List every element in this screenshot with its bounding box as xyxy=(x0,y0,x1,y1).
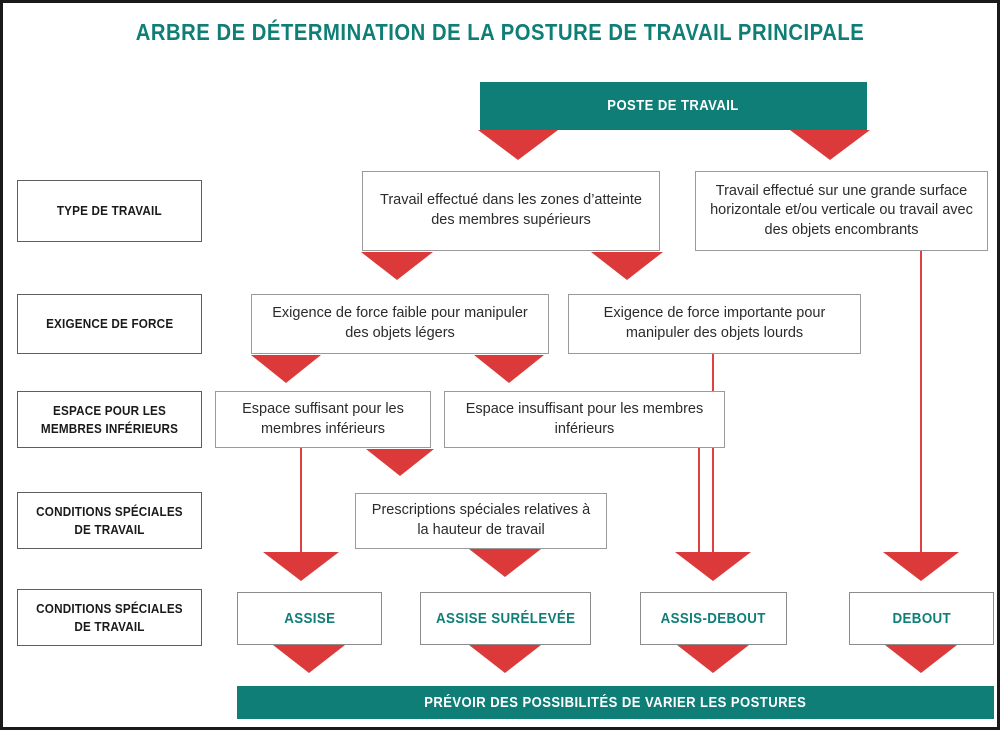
category-type-de-travail: TYPE DE TRAVAIL xyxy=(17,180,202,242)
connector-force-2-to-assis-debout xyxy=(712,354,714,552)
node-type-work-1-label: Travail effectué dans les zones d’attein… xyxy=(380,192,642,228)
node-force-2-label: Exigence de force importante pour manipu… xyxy=(603,305,826,341)
category-exigence-de-force-label: EXIGENCE DE FORCE xyxy=(45,316,174,332)
arrow-assise-to-footer xyxy=(273,645,345,673)
category-conditions-speciales-1: CONDITIONS SPÉCIALES DE TRAVAIL xyxy=(17,492,202,549)
category-espace-membres-inferieurs: ESPACE POUR LES MEMBRES INFÉRIEURS xyxy=(17,391,202,448)
result-debout: DEBOUT xyxy=(849,592,994,645)
result-assise: ASSISE xyxy=(237,592,382,645)
connector-space-1-to-assise xyxy=(300,448,302,552)
node-poste-de-travail-label: POSTE DE TRAVAIL xyxy=(607,98,740,114)
connector-space-2-to-assis-debout xyxy=(698,448,700,552)
node-space-2-label: Espace insuffisant pour les membres infé… xyxy=(465,400,704,437)
category-exigence-de-force: EXIGENCE DE FORCE xyxy=(17,294,202,354)
node-poste-de-travail: POSTE DE TRAVAIL xyxy=(480,82,867,130)
node-type-work-1: Travail effectué dans les zones d’attein… xyxy=(362,171,660,251)
page-title: ARBRE DE DÉTERMINATION DE LA POSTURE DE … xyxy=(135,19,865,45)
result-assis-debout: ASSIS-DEBOUT xyxy=(640,592,787,645)
arrow-to-assis-debout xyxy=(675,552,751,581)
category-conditions-speciales-2: CONDITIONS SPÉCIALES DE TRAVAIL xyxy=(17,589,202,646)
result-assise-surelevee: ASSISE SURÉLEVÉE xyxy=(420,592,591,645)
node-footer-label: PRÉVOIR DES POSSIBILITÉS DE VARIER LES P… xyxy=(424,694,807,711)
node-special-1-label: Prescriptions spéciales relatives à la h… xyxy=(371,502,591,538)
result-assise-label: ASSISE xyxy=(283,610,336,627)
node-force-1-label: Exigence de force faible pour manipuler … xyxy=(272,305,528,341)
node-space-2: Espace insuffisant pour les membres infé… xyxy=(444,391,725,448)
arrow-to-debout xyxy=(883,552,959,581)
arrow-assise-surelevee-to-footer xyxy=(469,645,541,673)
node-force-1: Exigence de force faible pour manipuler … xyxy=(251,294,549,354)
category-type-de-travail-label: TYPE DE TRAVAIL xyxy=(57,203,162,219)
connector-type-work-2-to-debout xyxy=(920,251,922,552)
arrow-assis-debout-to-footer xyxy=(677,645,749,673)
arrow-type-work-1-to-force-1 xyxy=(361,252,433,280)
arrow-root-to-type-work-2 xyxy=(790,130,870,160)
node-type-work-2-label: Travail effectué sur une grande surface … xyxy=(710,182,973,238)
arrow-space-1-to-special-1 xyxy=(366,449,434,476)
result-assise-surelevee-label: ASSISE SURÉLEVÉE xyxy=(435,610,576,627)
category-conditions-speciales-1-label: CONDITIONS SPÉCIALES DE TRAVAIL xyxy=(36,503,183,537)
result-assis-debout-label: ASSIS-DEBOUT xyxy=(660,610,767,627)
result-debout-label: DEBOUT xyxy=(892,610,951,627)
node-footer-varier-postures: PRÉVOIR DES POSSIBILITÉS DE VARIER LES P… xyxy=(237,686,994,719)
arrow-debout-to-footer xyxy=(885,645,957,673)
category-conditions-speciales-2-label: CONDITIONS SPÉCIALES DE TRAVAIL xyxy=(36,600,183,634)
arrow-to-assise xyxy=(263,552,339,581)
arrow-special-1-to-assise-surelevee xyxy=(469,549,541,577)
node-space-1-label: Espace suffisant pour les membres inféri… xyxy=(242,400,404,437)
arrow-root-to-type-work-1 xyxy=(478,130,558,160)
arrow-force-1-to-space-2 xyxy=(474,355,544,383)
arrow-type-work-1-to-force-2 xyxy=(591,252,663,280)
node-force-2: Exigence de force importante pour manipu… xyxy=(568,294,861,354)
node-special-1: Prescriptions spéciales relatives à la h… xyxy=(355,493,607,549)
arrow-force-1-to-space-1 xyxy=(251,355,321,383)
node-type-work-2: Travail effectué sur une grande surface … xyxy=(695,171,988,251)
category-espace-membres-inferieurs-label: ESPACE POUR LES MEMBRES INFÉRIEURS xyxy=(40,402,179,436)
node-space-1: Espace suffisant pour les membres inféri… xyxy=(215,391,431,448)
